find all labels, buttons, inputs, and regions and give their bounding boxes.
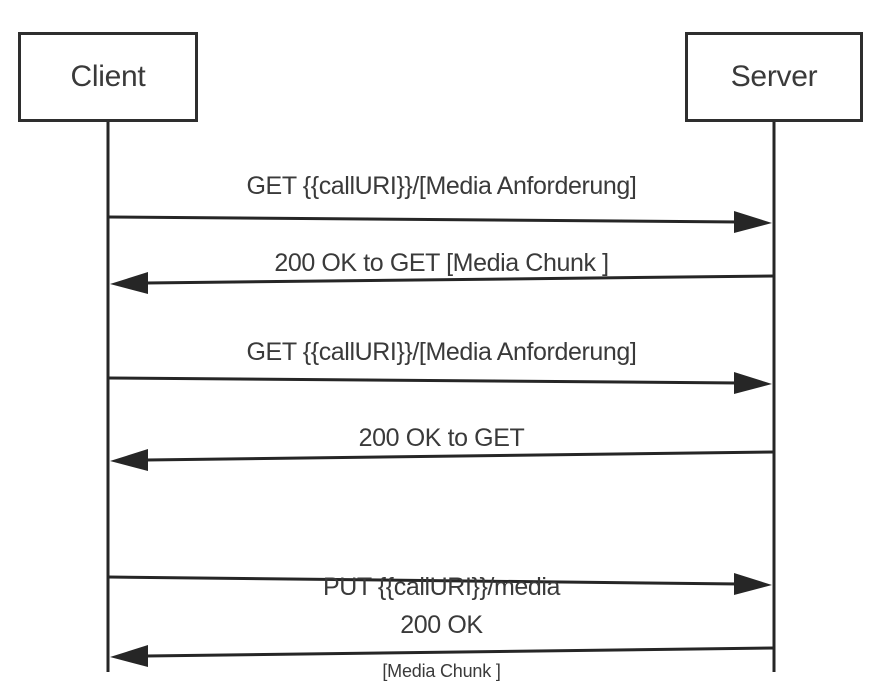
actor-label-server: Server <box>730 60 818 93</box>
message-label-3: GET {{callURI}}/[Media Anforderung] <box>246 338 637 366</box>
arrowhead-right-3 <box>734 372 772 394</box>
message-line-1 <box>107 215 741 224</box>
message-label-5-sub: [Media Chunk ] <box>382 660 501 681</box>
message-line-5 <box>107 575 741 586</box>
actor-box-client: Client <box>18 32 198 122</box>
arrowhead-right-5 <box>734 573 772 595</box>
message-line-6 <box>145 646 775 658</box>
arrowhead-left-4 <box>110 449 148 471</box>
message-line-2 <box>145 274 775 285</box>
actor-label-client: Client <box>70 60 146 93</box>
arrowhead-right-1 <box>734 211 772 233</box>
message-line-3 <box>107 376 741 385</box>
actor-box-server: Server <box>685 32 863 122</box>
message-label-1: GET {{callURI}}/[Media Anforderung] <box>246 172 637 200</box>
arrowhead-left-2 <box>110 272 148 294</box>
message-label-6: 200 OK <box>400 611 483 639</box>
arrowhead-left-6 <box>110 645 148 667</box>
message-line-4 <box>145 450 775 462</box>
message-label-5: PUT {{callURI}}/media [Media Chunk ] <box>108 515 775 694</box>
message-label-2: 200 OK to GET [Media Chunk ] <box>274 249 609 277</box>
message-label-4: 200 OK to GET <box>358 424 525 452</box>
message-label-5-main: PUT {{callURI}}/media <box>322 572 561 601</box>
